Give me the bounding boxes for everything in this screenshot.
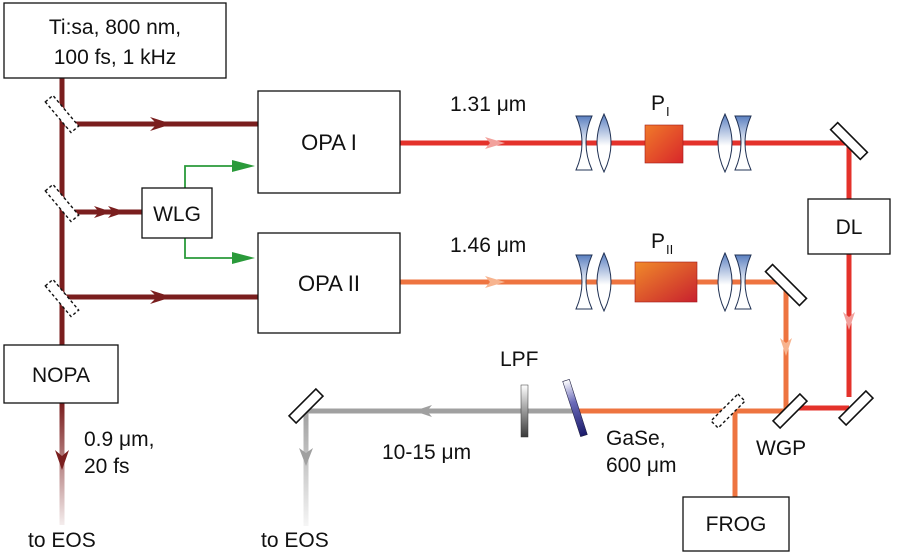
concave-lens-icon: [734, 254, 752, 310]
lens-pair-1a: [575, 112, 612, 174]
concave-lens-icon: [734, 115, 752, 171]
lpf-label: LPF: [500, 348, 539, 371]
gase-label-2: 600 μm: [606, 454, 676, 477]
frog-beamsplitter: [710, 393, 746, 429]
lens-pair-2a: [575, 251, 612, 313]
seed-arrow-opa2: [232, 252, 255, 264]
nopa-label: NOPA: [32, 364, 90, 387]
lens-pair-2b: [717, 251, 752, 313]
laser-box: [3, 2, 227, 79]
p2-main: P: [651, 230, 665, 253]
pump-arrow-opa1: [150, 117, 172, 131]
opa1-label: OPA I: [301, 130, 357, 155]
laser-label-line1: Ti:sa, 800 nm,: [49, 16, 181, 39]
pump-beamsplitter-3: [44, 278, 80, 318]
laser-label-line2: 100 fs, 1 kHz: [54, 46, 177, 69]
gase-crystal: [562, 378, 588, 438]
lens-pair-1b: [717, 112, 752, 174]
beam-1-path: [400, 140, 852, 397]
opa2-box: [257, 232, 401, 334]
wavelength-1-label: 1.31 μm: [450, 93, 526, 116]
seed-line-opa2: [184, 238, 236, 259]
convex-lens-icon: [596, 251, 612, 313]
beam-2-arrow: [485, 276, 505, 288]
p1-label: PI: [651, 92, 670, 119]
pump-arrow-opa2: [150, 290, 172, 304]
convex-lens-icon: [596, 112, 612, 174]
midir-down-beam: [303, 411, 309, 526]
mirror-dl-top: [829, 121, 869, 161]
p2-subscript: II: [666, 242, 673, 257]
crystal-p1: [644, 124, 684, 164]
p2-label: PII: [651, 230, 673, 257]
concave-lens-icon: [575, 254, 593, 310]
frog-label: FROG: [706, 513, 767, 536]
wlg-box: [141, 187, 213, 239]
nopa-output-label-1: 0.9 μm,: [84, 428, 154, 451]
pump-arrow-wlg-1: [94, 206, 112, 218]
convex-lens-icon: [717, 112, 733, 174]
wlg-label: WLG: [153, 203, 201, 226]
to-eos-right-label: to EOS: [261, 529, 329, 552]
opa2-label: OPA II: [298, 271, 360, 296]
wire-grid-polarizer: [771, 392, 809, 430]
p1-main: P: [651, 92, 665, 115]
p1-subscript: I: [666, 104, 670, 119]
wgp-label: WGP: [756, 437, 806, 460]
pump-arrow-wlg-2: [108, 206, 126, 218]
frog-box: [682, 496, 790, 552]
seed-line-opa1: [184, 165, 236, 188]
nopa-output-arrow: [55, 450, 69, 470]
mirror-beam2-top: [764, 263, 808, 307]
nopa-box: [3, 344, 119, 404]
beam-1-arrow-down: [843, 312, 855, 330]
mirror-dl-bottom: [837, 389, 875, 427]
seed-arrow-opa1: [232, 160, 255, 172]
convex-lens-icon: [717, 251, 733, 313]
to-eos-left-label: to EOS: [28, 529, 96, 552]
pump-beamsplitter-2: [44, 183, 80, 223]
beam-1-arrow: [485, 137, 505, 149]
crystal-p2: [634, 261, 698, 303]
gase-label-1: GaSe,: [606, 427, 666, 450]
midir-arrow-left: [414, 405, 432, 417]
lpf-filter: [520, 384, 529, 438]
midir-wavelength-label: 10-15 μm: [382, 441, 471, 464]
dl-label: DL: [836, 216, 863, 239]
mirror-midir: [287, 387, 325, 425]
opa1-box: [257, 90, 401, 194]
wavelength-2-label: 1.46 μm: [450, 234, 526, 257]
nopa-output-label-2: 20 fs: [84, 455, 130, 478]
dl-box: [807, 198, 891, 255]
beam-2-arrow-down: [780, 338, 792, 356]
concave-lens-icon: [575, 115, 593, 171]
midir-arrow-down: [299, 448, 313, 466]
pump-beamsplitter-1: [44, 94, 80, 134]
